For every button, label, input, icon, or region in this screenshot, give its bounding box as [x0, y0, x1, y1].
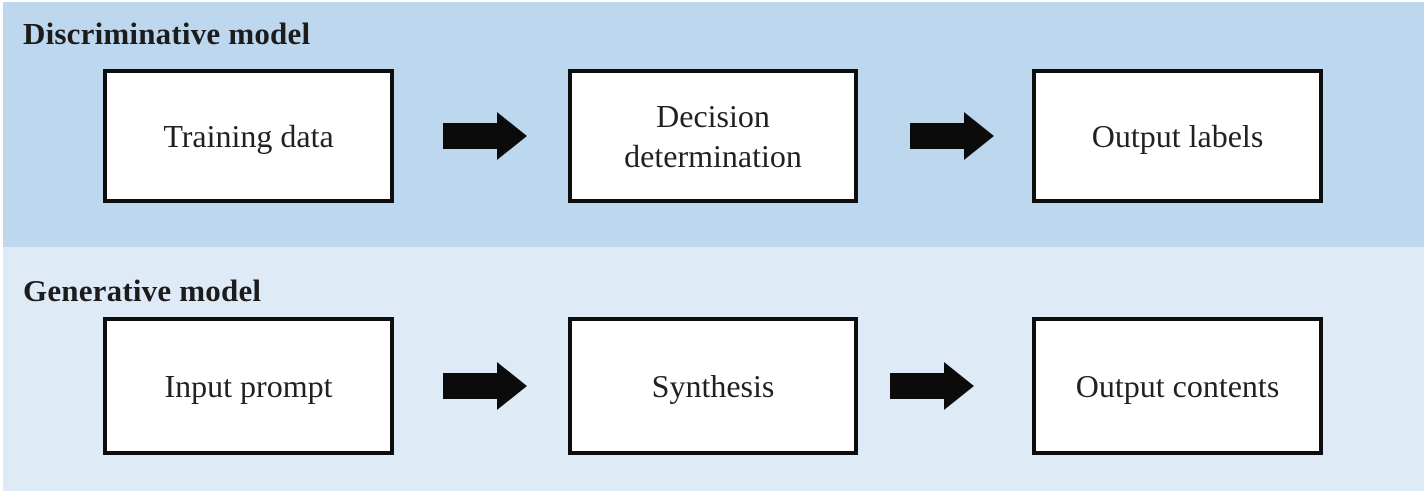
- arrow-right-shape: [890, 362, 974, 410]
- arrow-right-shape: [443, 362, 527, 410]
- flow-box-output-labels: Output labels: [1032, 69, 1323, 203]
- flow-box-label: Output labels: [1091, 118, 1264, 154]
- discriminative-model-section: Discriminative model Training data Decis…: [3, 2, 1424, 247]
- section-title-generative: Generative model: [23, 273, 262, 308]
- flow-box-label: Input prompt: [164, 368, 333, 404]
- flow-box-label: Decision determination: [624, 98, 802, 174]
- arrow-right-icon: [443, 362, 527, 410]
- section-title-discriminative: Discriminative model: [23, 16, 311, 51]
- flow-box-label: Output contents: [1075, 368, 1280, 404]
- arrow-right-shape: [443, 112, 527, 160]
- generative-model-section: Generative model Input prompt Synthesis …: [3, 247, 1424, 491]
- flow-box-input-prompt: Input prompt: [103, 317, 394, 455]
- flow-box-label: Training data: [163, 118, 334, 154]
- flow-box-training-data: Training data: [103, 69, 394, 203]
- arrow-right-icon: [890, 362, 974, 410]
- flow-box-synthesis: Synthesis: [568, 317, 858, 455]
- arrow-right-shape: [910, 112, 994, 160]
- flow-box-decision-determination: Decision determination: [568, 69, 858, 203]
- arrow-right-icon: [443, 112, 527, 160]
- flow-box-label: Synthesis: [651, 368, 775, 404]
- flow-box-output-contents: Output contents: [1032, 317, 1323, 455]
- arrow-right-icon: [910, 112, 994, 160]
